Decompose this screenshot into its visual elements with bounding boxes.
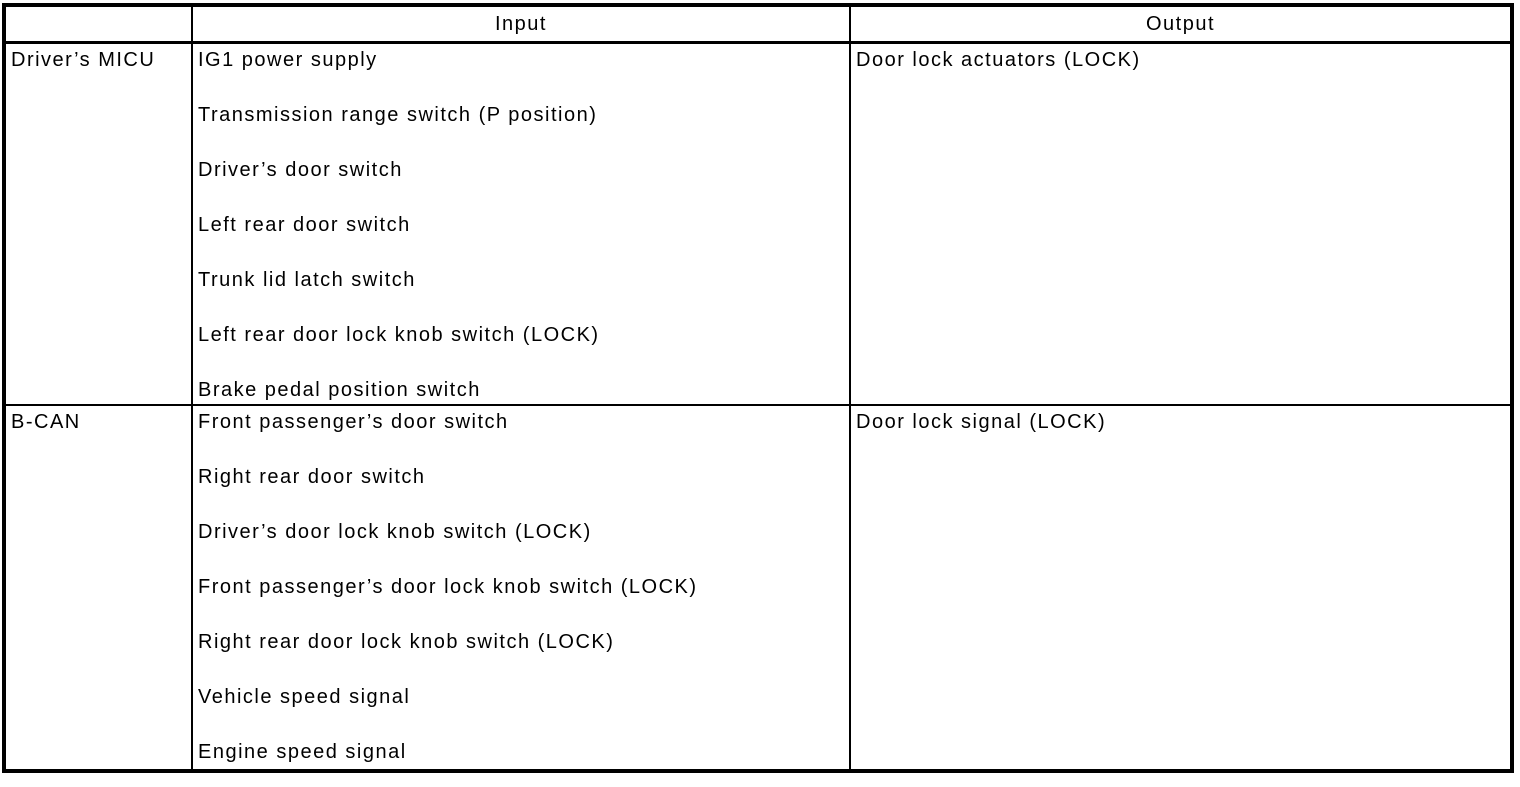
row-source-label: B-CAN [11, 410, 81, 433]
input-item: Front passenger’s door switch [198, 411, 509, 432]
input-item: Driver’s door lock knob switch (LOCK) [198, 521, 592, 542]
row-source-cell: B-CAN [3, 403, 193, 772]
header-input-cell: Input [191, 4, 851, 44]
input-item: Driver’s door switch [198, 160, 403, 180]
input-item: Vehicle speed signal [198, 686, 411, 707]
output-item: Door lock actuators (LOCK) [856, 50, 1141, 70]
input-item: Right rear door switch [198, 466, 426, 487]
input-item: Brake pedal position switch [198, 380, 481, 400]
header-source-cell [3, 4, 193, 44]
table-header: Input Output [3, 4, 1513, 44]
input-item: Transmission range switch (P position) [198, 105, 598, 125]
input-item: Trunk lid latch switch [198, 270, 416, 290]
input-item: Front passenger’s door lock knob switch … [198, 576, 698, 597]
row-output-list-cell: Door lock signal (LOCK) [849, 403, 1513, 772]
row-source-cell: Driver’s MICU [3, 41, 193, 406]
header-output-cell: Output [849, 4, 1513, 44]
input-item: Engine speed signal [198, 741, 407, 762]
header-row: Input Output [3, 4, 1513, 44]
input-item: Left rear door switch [198, 215, 411, 235]
input-item: Right rear door lock knob switch (LOCK) [198, 631, 615, 652]
input-item: Left rear door lock knob switch (LOCK) [198, 325, 600, 345]
input-output-table: Input Output Driver’s MICU IG1 power sup… [2, 3, 1514, 773]
row-output-list-cell: Door lock actuators (LOCK) [849, 41, 1513, 406]
input-item: IG1 power supply [198, 50, 378, 70]
row-source-label: Driver’s MICU [11, 49, 156, 71]
output-item: Door lock signal (LOCK) [856, 411, 1107, 432]
